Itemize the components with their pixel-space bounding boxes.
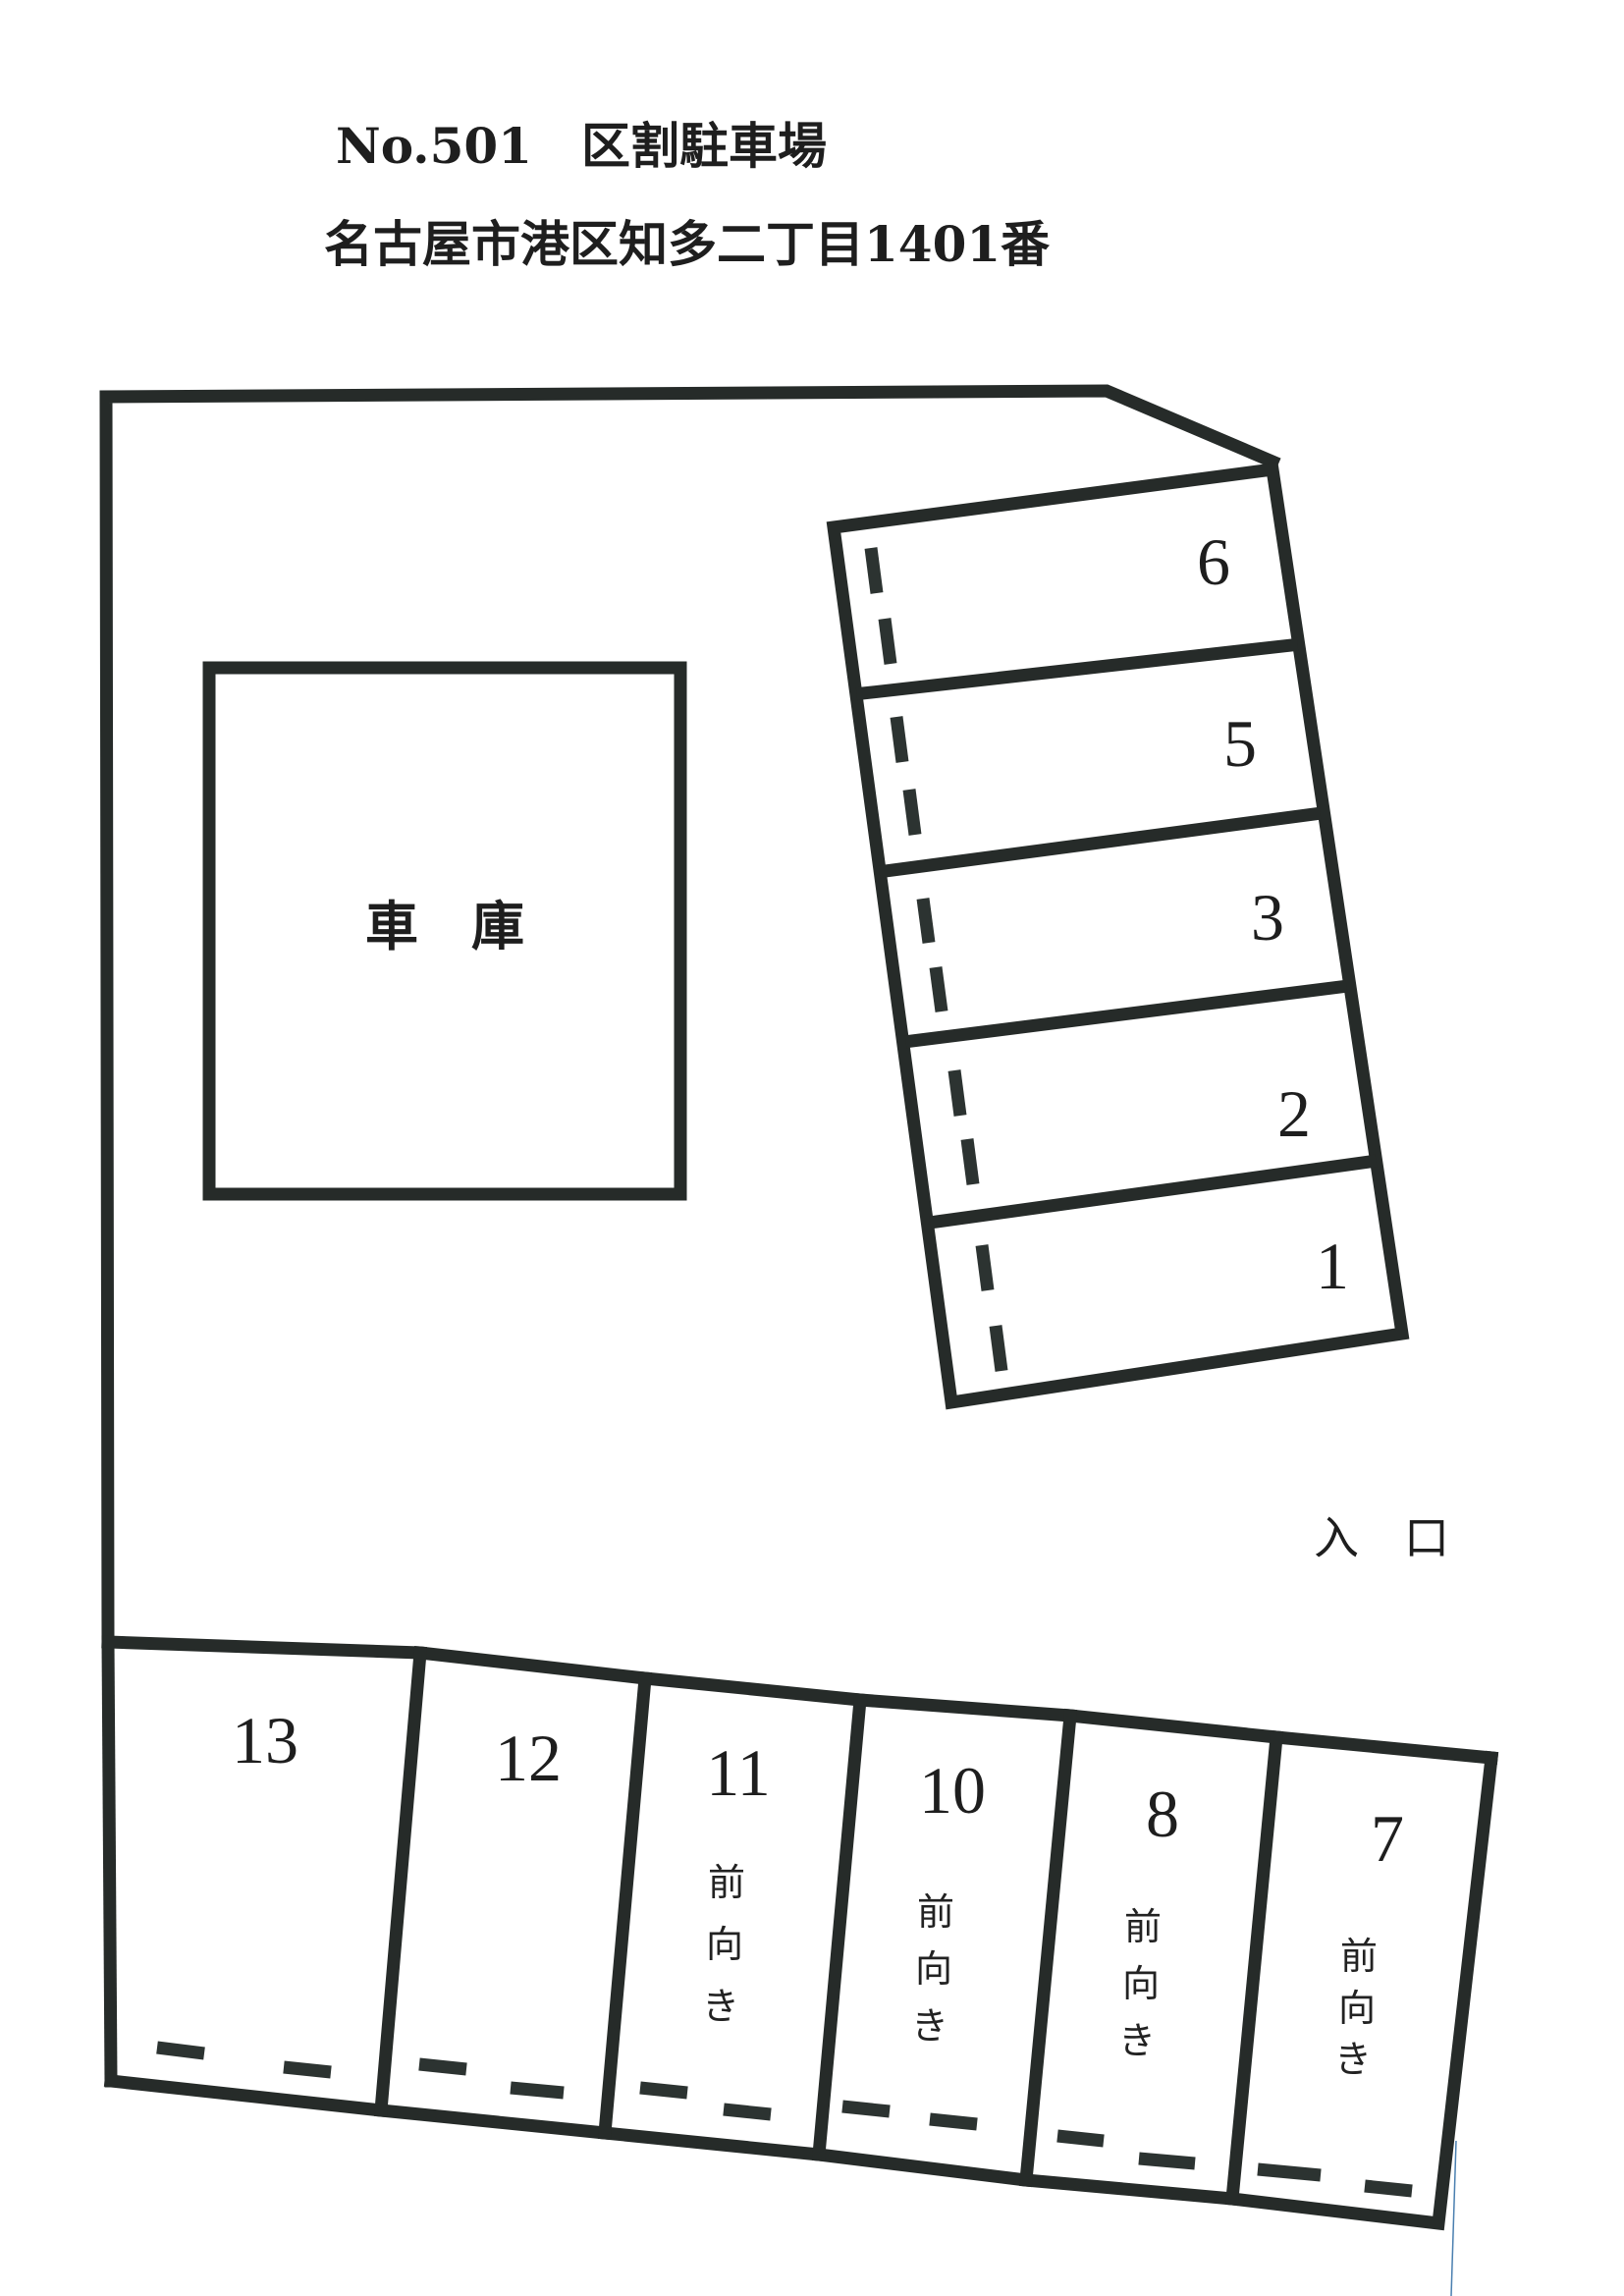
- wheel-stop-marks: [864, 547, 1008, 1372]
- stall-divider: [855, 637, 1299, 701]
- svg-text:前: 前: [1124, 1905, 1162, 1948]
- stall-number-5: 5: [1223, 706, 1257, 781]
- stall-number-6: 6: [1197, 524, 1230, 599]
- svg-text:き: き: [1334, 2038, 1372, 2081]
- stall-divider: [929, 1154, 1378, 1230]
- front-facing-note-8: 前 向 き: [1118, 1905, 1162, 2062]
- stall-divider: [1224, 1729, 1284, 2207]
- stall-number-12: 12: [495, 1721, 562, 1795]
- stall-divider: [811, 1692, 868, 2162]
- stall-number-10: 10: [919, 1753, 986, 1828]
- address: 名古屋市港区知多二丁目1401番: [324, 215, 1050, 273]
- bottom-stall-row: 13 12 11 10 8 7 前 向 き 前 向 き 前 向 き 前 向 き: [101, 1635, 1499, 2231]
- front-facing-note-11: 前 向 き: [702, 1861, 745, 2028]
- entrance-label: 入 口: [1314, 1511, 1449, 1564]
- stall-number-1: 1: [1316, 1229, 1349, 1303]
- svg-text:向: 向: [706, 1923, 743, 1966]
- stall-divider: [597, 1670, 653, 2141]
- front-facing-note-7: 前 向 き: [1334, 1935, 1378, 2081]
- svg-text:き: き: [1118, 2019, 1156, 2062]
- scan-artifact-line: [1450, 2140, 1457, 2296]
- stall-number-2: 2: [1277, 1076, 1311, 1151]
- wheel-stop-marks: [156, 2041, 1413, 2198]
- stall-divider: [373, 1645, 428, 2118]
- stall-number-7: 7: [1371, 1801, 1404, 1876]
- svg-text:向: 向: [915, 1947, 952, 1991]
- stall-number-13: 13: [232, 1703, 298, 1777]
- lot-boundary: [99, 384, 1281, 1649]
- stall-number-11: 11: [706, 1735, 770, 1810]
- front-facing-note-10: 前 向 き: [911, 1890, 954, 2048]
- svg-text:き: き: [702, 1985, 739, 2028]
- svg-text:向: 向: [1122, 1962, 1160, 2005]
- svg-text:前: 前: [1340, 1935, 1378, 1978]
- stall-divider: [878, 806, 1322, 879]
- svg-text:前: 前: [917, 1890, 954, 1934]
- svg-text:き: き: [911, 2004, 948, 2048]
- svg-text:前: 前: [708, 1861, 745, 1904]
- right-stall-block: 6 5 3 2 1: [826, 462, 1410, 1410]
- svg-text:向: 向: [1338, 1987, 1376, 2030]
- stall-number-8: 8: [1146, 1777, 1179, 1851]
- garage-label: 車 庫: [365, 895, 524, 957]
- stall-divider: [904, 979, 1348, 1049]
- stall-number-3: 3: [1251, 880, 1284, 955]
- garage-building: [202, 661, 687, 1201]
- page-title: No.501 区割駐車場: [336, 117, 827, 175]
- stall-divider: [1018, 1708, 1078, 2188]
